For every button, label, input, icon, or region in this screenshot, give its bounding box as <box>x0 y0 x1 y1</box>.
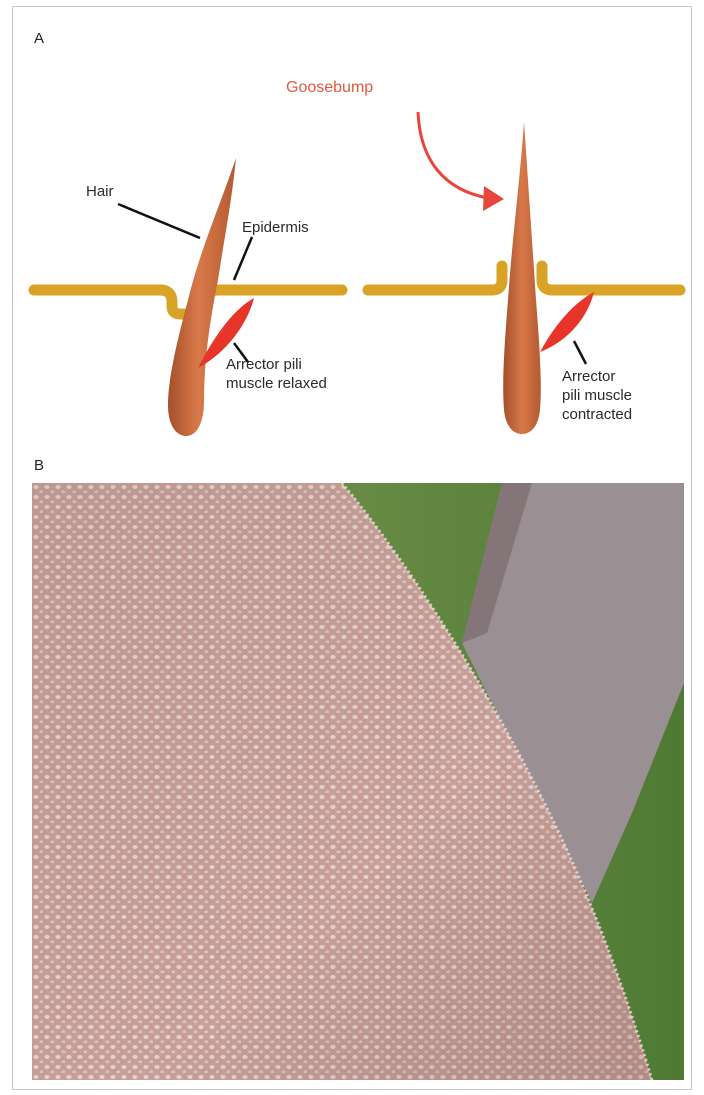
panel-b-label: B <box>34 457 44 474</box>
epidermis-line-right <box>368 266 502 290</box>
goosebump-arrowhead <box>483 186 504 211</box>
skin-photo-svg <box>32 483 684 1080</box>
epidermis-line-right-2 <box>542 266 680 290</box>
hair-relaxed <box>168 158 236 436</box>
epidermis-label: Epidermis <box>242 218 309 237</box>
goosebump-skin-photo <box>32 483 684 1080</box>
contracted-leader-line <box>574 341 586 364</box>
hair-label: Hair <box>86 182 114 201</box>
arrector-muscle-contracted <box>540 292 594 352</box>
hair-leader-line <box>118 204 200 238</box>
goosebump-title: Goosebump <box>286 78 373 97</box>
muscle-contracted-label: Arrector pili muscle contracted <box>562 367 632 424</box>
goosebump-arrow <box>418 112 488 198</box>
muscle-relaxed-label: Arrector pili muscle relaxed <box>226 355 327 393</box>
epidermis-leader-line <box>234 237 252 280</box>
hair-contracted <box>503 122 541 434</box>
relaxed-follicle <box>34 158 342 436</box>
contracted-follicle <box>368 112 680 434</box>
